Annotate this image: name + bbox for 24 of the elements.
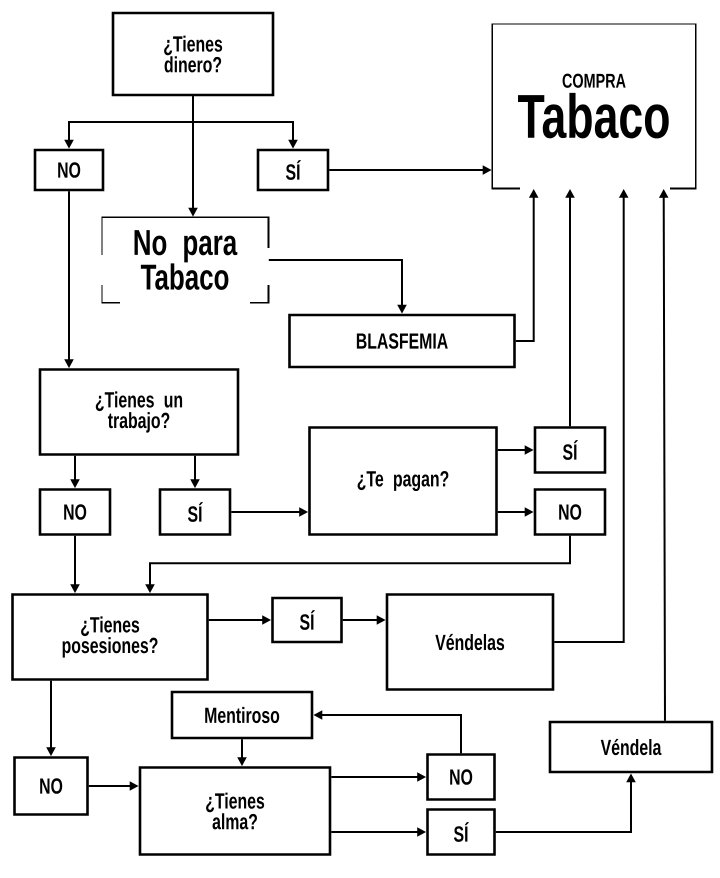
flow-box: Véndelas bbox=[386, 593, 554, 691]
flow-box: ¿Tienes un trabajo? bbox=[38, 368, 240, 456]
flow-box: ¿Tienes alma? bbox=[138, 766, 332, 856]
flow-box: ¿Te pagan? bbox=[308, 426, 498, 536]
node-label: COMPRA bbox=[562, 74, 626, 88]
flow-box: BLASFEMIA bbox=[288, 314, 516, 368]
node-label: Tabaco bbox=[518, 92, 669, 138]
flow-box: SÍ bbox=[158, 488, 232, 536]
flow-box: ¿Tienes posesiones? bbox=[11, 593, 209, 681]
flow-box: SÍ bbox=[426, 808, 496, 856]
flow-box: SÍ bbox=[256, 148, 330, 192]
flow-box: SÍ bbox=[271, 596, 343, 644]
flow-box: NO bbox=[426, 753, 496, 801]
node-label: No para Tabaco bbox=[134, 230, 238, 290]
flow-box: NO bbox=[534, 488, 606, 536]
flow-box: No para Tabaco bbox=[102, 216, 270, 304]
flow-box: Véndela bbox=[548, 720, 714, 774]
flow-box: SÍ bbox=[534, 426, 606, 474]
flow-box: NO bbox=[38, 488, 112, 536]
flow-box: Mentiroso bbox=[170, 690, 314, 740]
flow-box: NO bbox=[34, 148, 104, 192]
flow-box: ¿Tienes dinero? bbox=[112, 12, 274, 96]
flow-box: COMPRA Tabaco bbox=[492, 24, 696, 190]
flow-box: NO bbox=[13, 756, 89, 816]
